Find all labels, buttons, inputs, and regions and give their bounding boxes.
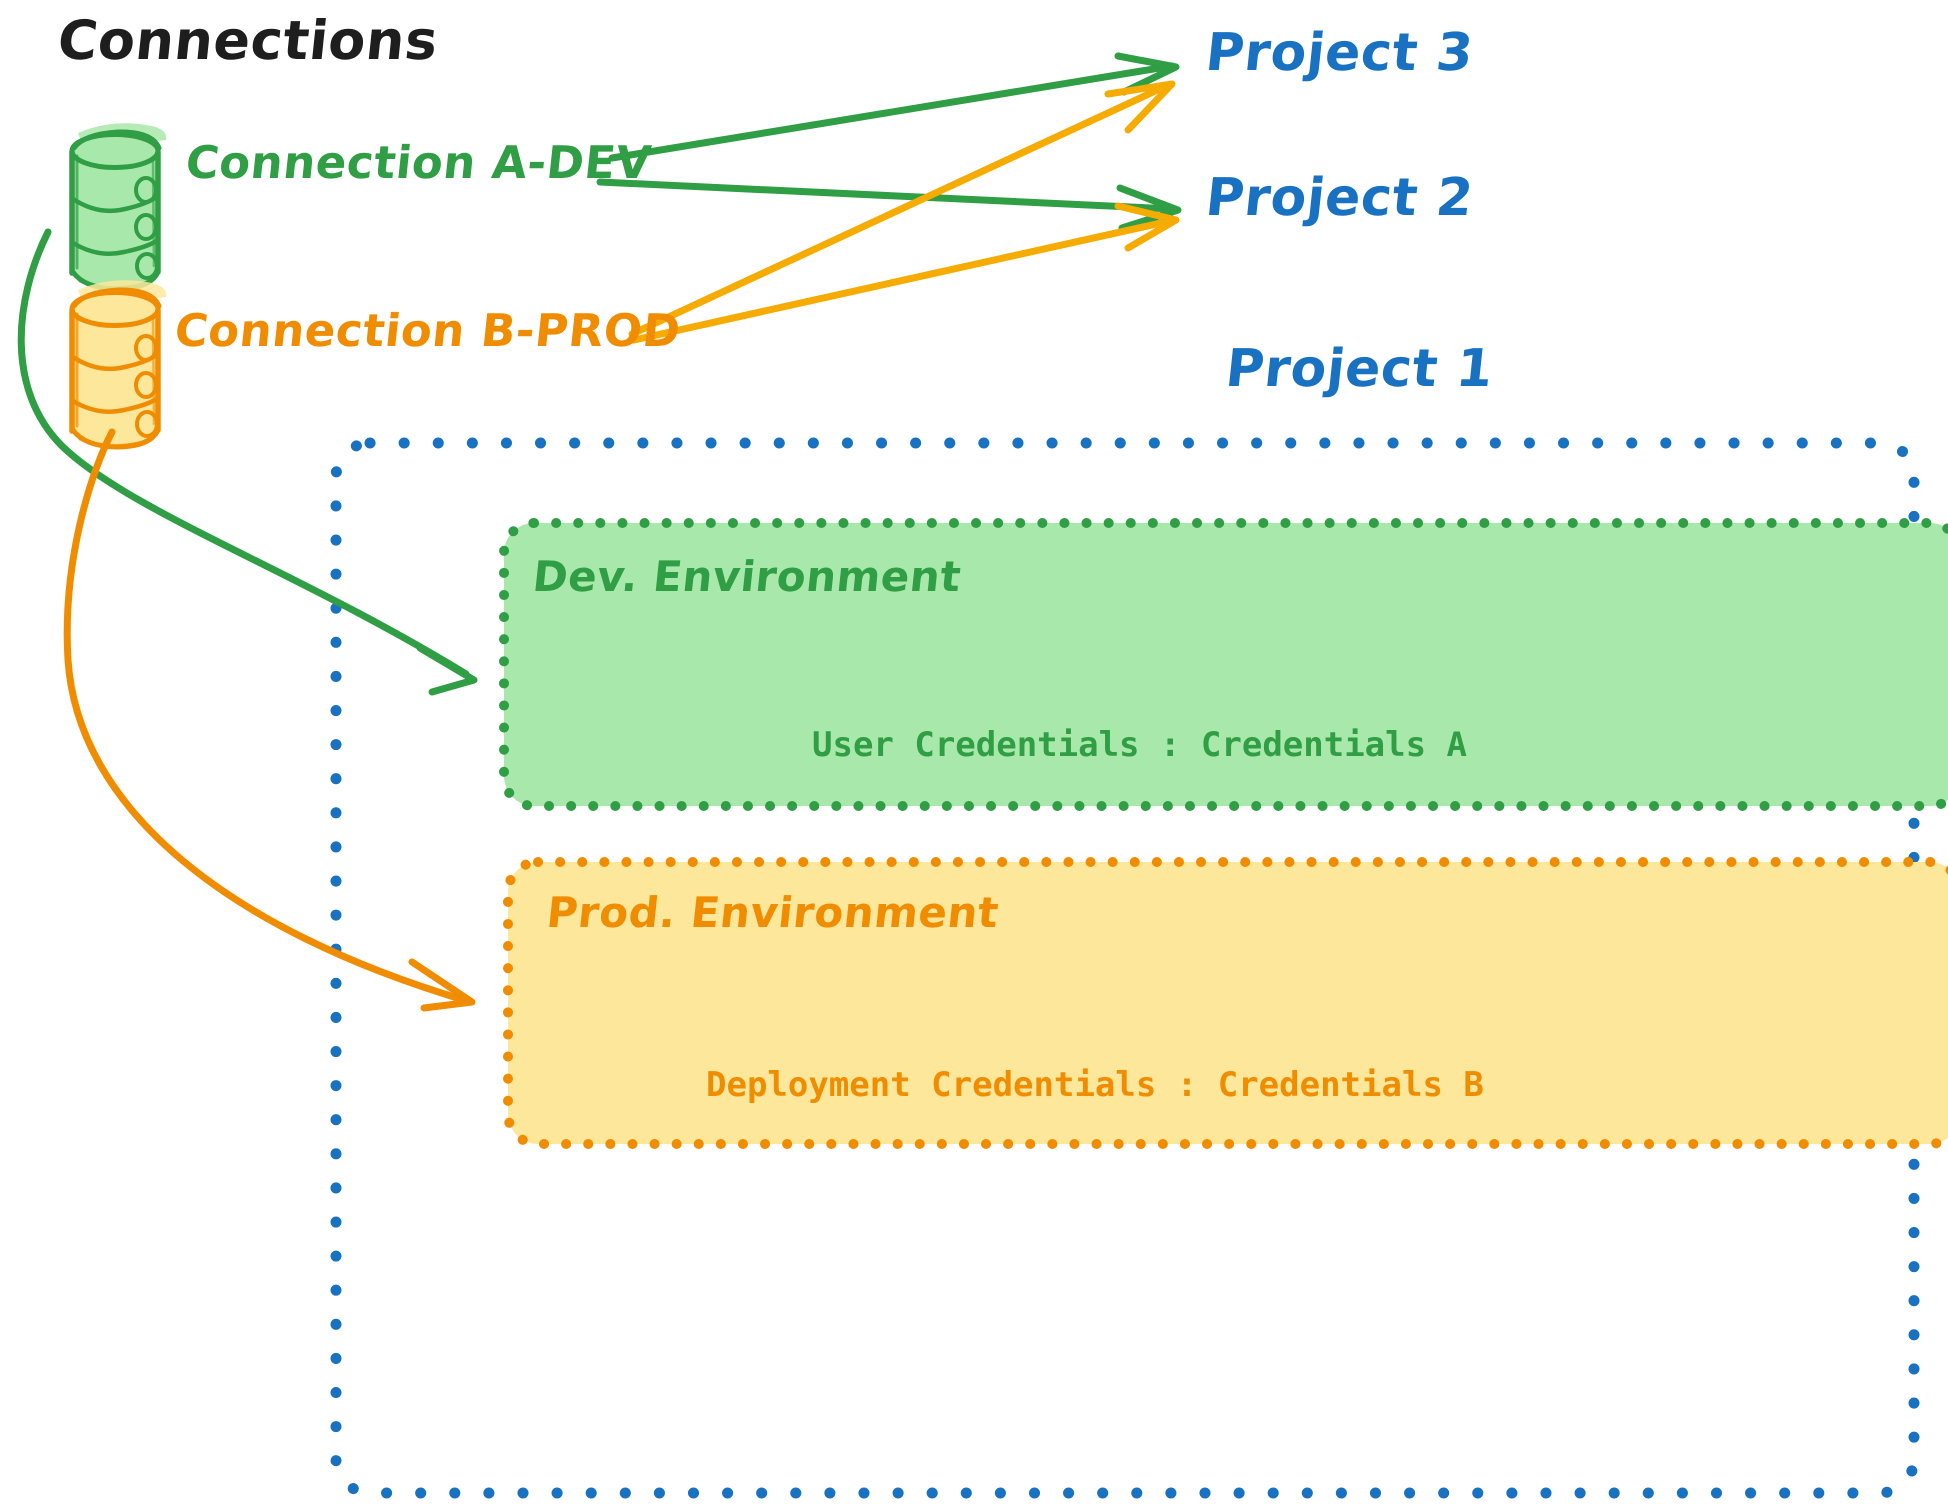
connection-a-dev-label[interactable]: Connection A-DEV [183, 136, 654, 189]
prod-environment-credentials: Deployment Credentials : Credentials B [706, 1065, 1484, 1105]
prod-environment-box-border [503, 857, 1948, 1149]
dev-environment-box-border [499, 518, 1948, 811]
dev-environment-title: Dev. Environment [530, 552, 964, 601]
arrow-conn-a-to-project-2 [596, 178, 1182, 232]
arrow-conn-a-to-dev-environment [17, 228, 478, 696]
arrow-conn-b-to-project-2 [630, 202, 1180, 344]
database-cylinder-icon-green[interactable] [69, 123, 167, 292]
connection-b-prod-label[interactable]: Connection B-PROD [172, 304, 684, 357]
page-title: Connections [54, 9, 442, 72]
project-1-container [330, 437, 1920, 1499]
prod-environment-box[interactable] [508, 862, 1948, 1144]
arrow-conn-b-to-project-3 [628, 80, 1176, 338]
project-3-label[interactable]: Project 3 [1202, 23, 1477, 83]
project-2-label[interactable]: Project 2 [1202, 168, 1477, 228]
project-1-label[interactable]: Project 1 [1222, 339, 1497, 399]
arrow-conn-a-to-project-3 [608, 52, 1180, 162]
arrow-conn-b-to-prod-environment [63, 428, 476, 1012]
prod-environment-title: Prod. Environment [544, 888, 1002, 937]
dev-environment-box[interactable] [504, 523, 1948, 806]
database-cylinder-icon-orange[interactable] [69, 280, 167, 450]
dev-environment-credentials: User Credentials : Credentials A [812, 725, 1468, 765]
